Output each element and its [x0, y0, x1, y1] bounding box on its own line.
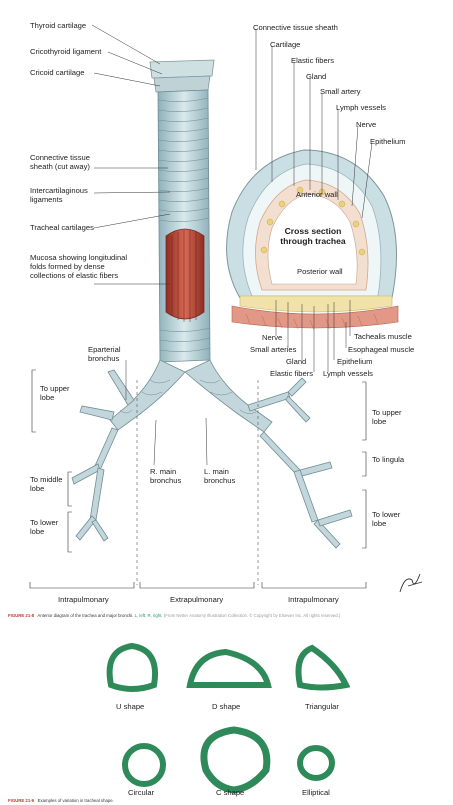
label-nerve-top: Nerve [356, 120, 377, 129]
label-intercartilaginous-ligaments: Intercartilaginous ligaments [30, 186, 88, 204]
label-small-arteries: Small arteries [250, 345, 297, 354]
figure-caption-1: FIGURE 21-8 Anterior diagram of the trac… [8, 613, 340, 619]
label-triangular: Triangular [305, 702, 339, 711]
label-cartilage: Cartilage [270, 40, 301, 49]
label-anterior-wall: Anterior wall [296, 190, 338, 199]
leader-lines [91, 24, 208, 466]
label-to-lower-lobe-right: To lower lobe [30, 518, 59, 536]
u-shape-ring [106, 642, 158, 692]
label-small-artery: Small artery [320, 87, 361, 96]
lobe-brackets [31, 369, 367, 553]
label-lymph-vessels-bottom: Lymph vessels [323, 369, 373, 378]
label-to-upper-lobe-right: To upper lobe [40, 384, 70, 402]
label-posterior-wall: Posterior wall [297, 267, 343, 276]
label-mucosa: Mucosa showing longitudinal folds formed… [30, 253, 128, 280]
label-to-upper-lobe-left: To upper lobe [372, 408, 402, 426]
figure-caption-1-text: Anterior diagram of the trachea and majo… [37, 613, 134, 618]
label-u-shape: U shape [116, 702, 145, 711]
label-to-lingula: To lingula [372, 455, 405, 464]
label-intrapulmonary-right: Intrapulmonary [288, 595, 339, 604]
label-d-shape: D shape [212, 702, 241, 711]
label-elastic-fibers-top: Elastic fibers [291, 56, 335, 65]
label-circular: Circular [128, 788, 155, 797]
label-to-lower-lobe-left: To lower lobe [372, 510, 401, 528]
thyroid-cartilage-shape [149, 59, 215, 79]
label-l-main-bronchus: L. main bronchus [204, 467, 236, 485]
label-r-main-bronchus: R. main bronchus [150, 467, 182, 485]
label-gland-top: Gland [306, 72, 327, 81]
d-shape-ring [186, 648, 272, 688]
cross-section-lumen [267, 193, 358, 285]
figure-credit-1: (From Netter Anatomy Illustration Collec… [163, 613, 341, 618]
label-extrapulmonary: Extrapulmonary [170, 595, 224, 604]
figure-caption-2-text: Examples of variation in tracheal shape. [37, 798, 114, 803]
label-cricoid-cartilage: Cricoid cartilage [30, 68, 85, 77]
label-elastic-fibers-bottom: Elastic fibers [270, 369, 314, 378]
figure-number-1: FIGURE 21-8 [8, 613, 35, 618]
c-shape-ring [200, 726, 271, 794]
label-epithelium-bottom: Epithelium [337, 357, 373, 366]
label-gland-bottom: Gland [286, 357, 307, 366]
netter-signature-icon [399, 573, 423, 593]
tracheal-rings [157, 97, 211, 352]
label-connective-tissue-sheath-cut: Connective tissue sheath (cut away) [30, 153, 90, 171]
label-intrapulmonary-left: Intrapulmonary [58, 595, 109, 604]
figure-caption-1-colored: L, left; R, right. [134, 613, 163, 618]
label-elliptical: Elliptical [302, 788, 330, 797]
cross-section-drawing [226, 149, 399, 331]
elliptical-ring [297, 745, 335, 781]
label-tracheal-cartilages: Tracheal cartilages [30, 223, 94, 232]
posterior-wall-muscle [239, 295, 393, 313]
circular-ring [122, 743, 166, 787]
triangular-ring [295, 644, 351, 691]
label-epithelium-top: Epithelium [370, 137, 406, 146]
label-nerve-bottom: Nerve [262, 333, 283, 342]
cross-section-title: Cross section through trachea [280, 226, 346, 246]
label-thyroid-cartilage: Thyroid cartilage [30, 21, 87, 30]
label-lymph-vessels-top: Lymph vessels [336, 103, 386, 112]
label-tracheal-muscle: Tachealis muscle [354, 332, 412, 341]
label-eparterial-bronchus: Eparterial bronchus [88, 345, 121, 363]
bronchial-tree [71, 359, 353, 549]
label-connective-tissue-sheath: Connective tissue sheath [253, 23, 338, 32]
figure-caption-2: FIGURE 21-9 Examples of variation in tra… [8, 798, 114, 804]
label-c-shape: C shape [216, 788, 245, 797]
region-dividers [136, 380, 259, 585]
label-cricothyroid-ligament: Cricothyroid ligament [30, 47, 102, 56]
cricoid-cartilage-shape [153, 75, 211, 93]
label-esophageal-muscle: Esophageal muscle [348, 345, 415, 354]
shape-variations [106, 642, 351, 794]
figure-number-2: FIGURE 21-9 [8, 798, 35, 803]
mucosa-window [165, 228, 205, 320]
label-to-middle-lobe: To middle lobe [30, 475, 63, 493]
